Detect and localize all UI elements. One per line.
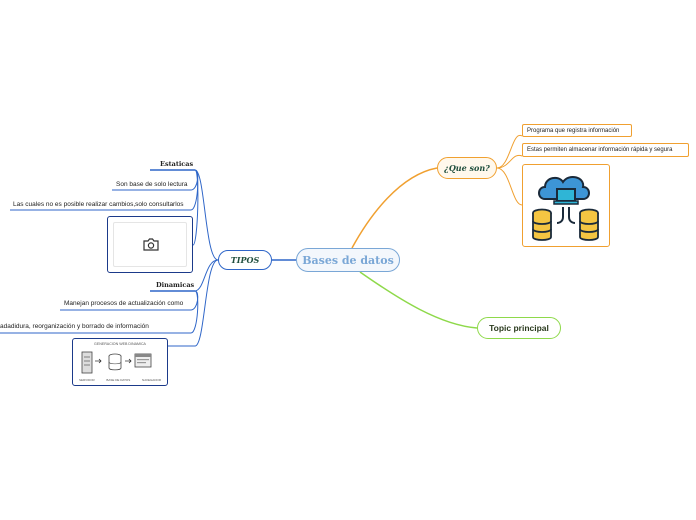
estaticas-item-2[interactable]: Las cuales no es posible realizar cambio… [13, 201, 184, 208]
que-son-item-1[interactable]: Programa que registra información [522, 124, 632, 137]
tipos-label: TIPOS [230, 255, 260, 265]
browser-icon [134, 353, 152, 368]
web-diagram-graphic [81, 351, 152, 374]
database-icon [108, 353, 122, 371]
dinamicas-title[interactable]: Dinamicas [156, 281, 195, 289]
cloud-database-image[interactable] [522, 164, 610, 247]
central-topic-node[interactable]: Bases de datos [296, 248, 400, 272]
dinamicas-item-2[interactable]: adadidura, reorganización y borrado de i… [0, 323, 149, 330]
image-placeholder[interactable] [107, 216, 193, 273]
web-diagram-label-server: SERVIDOR [79, 378, 95, 382]
estaticas-item-1[interactable]: Son base de solo lectura [116, 181, 188, 188]
central-topic-label: Bases de datos [302, 253, 394, 267]
web-dynamic-diagram-image[interactable]: GENERACION WEB DINAMICA SERVIDOR BASE DE… [72, 338, 168, 386]
dinamicas-item-1[interactable]: Manejan procesos de actualización como [64, 300, 184, 307]
camera-icon [143, 238, 159, 251]
estaticas-title[interactable]: Estaticas [160, 160, 194, 168]
que-son-node[interactable]: ¿Que son? [437, 157, 497, 179]
topic-principal-node[interactable]: Topic principal [477, 317, 561, 339]
web-diagram-title: GENERACION WEB DINAMICA [94, 342, 146, 346]
que-son-item-2[interactable]: Estas permiten almacenar información ráp… [522, 143, 689, 157]
que-son-label: ¿Que son? [444, 163, 490, 173]
cloud-database-icon [532, 175, 599, 241]
web-diagram-label-browser: NAVEGADOR [142, 378, 161, 382]
tipos-node[interactable]: TIPOS [218, 250, 272, 270]
topic-principal-label: Topic principal [489, 323, 549, 333]
que-son-item-2-label: Estas permiten almacenar información ráp… [527, 147, 673, 153]
server-icon [81, 351, 93, 374]
que-son-item-1-label: Programa que registra información [527, 127, 620, 134]
web-diagram-label-database: BASE DE DATOS [106, 378, 131, 382]
